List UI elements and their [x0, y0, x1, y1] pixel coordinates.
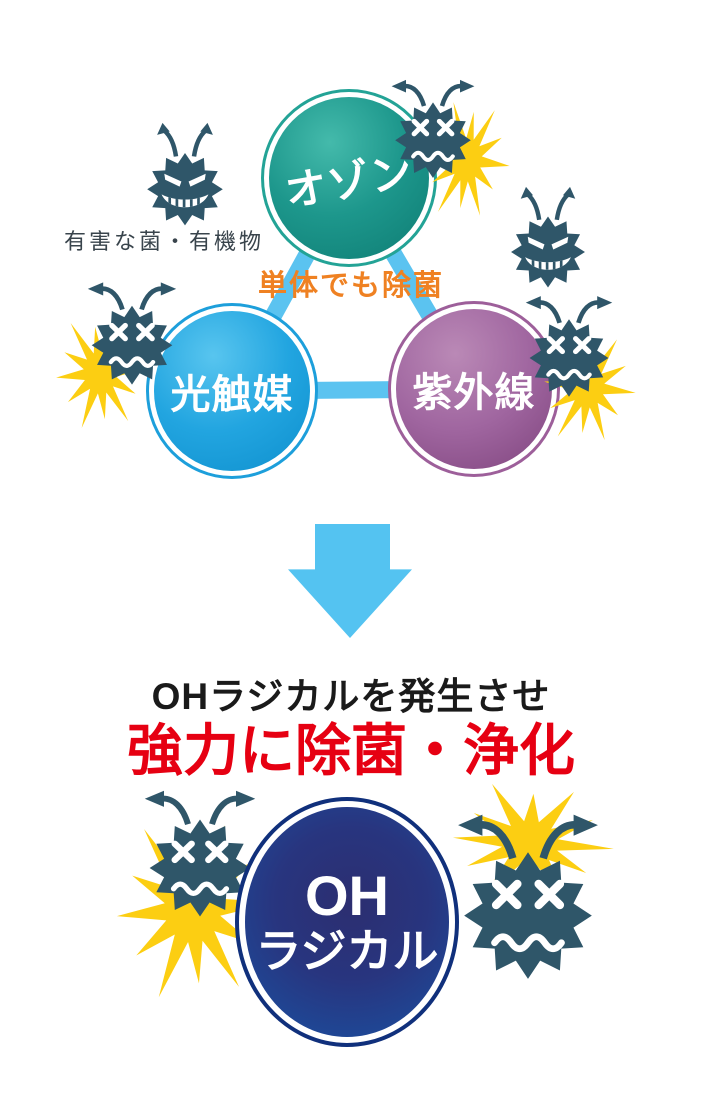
oh-radical-label-line1: OH — [305, 864, 389, 928]
node-oh-radical-surface: OH ラジカル — [245, 807, 449, 1037]
synergy-label: 単体でも除菌 — [257, 270, 444, 302]
harmful-germs-label: 有害な菌・有機物 — [64, 229, 265, 254]
result-emphasis: 強力に除菌・浄化 — [127, 719, 575, 782]
oh-radical-label-line2: ラジカル — [255, 925, 439, 978]
node-uv-label: 紫外線 — [412, 371, 536, 415]
down-arrow-icon — [288, 524, 412, 638]
germ-evil-icon — [140, 122, 230, 234]
germ-dead-icon — [452, 798, 604, 994]
node-ozone: オゾン — [261, 89, 437, 267]
node-uv: 紫外線 — [388, 301, 560, 477]
node-photocatalyst-surface: 光触媒 — [154, 311, 310, 471]
germ-dead-icon — [388, 70, 478, 187]
node-photocatalyst-label: 光触媒 — [170, 373, 294, 417]
germ-dead-icon — [522, 286, 616, 406]
result-headline: OHラジカルを発生させ — [151, 676, 551, 717]
node-uv-surface: 紫外線 — [396, 309, 552, 469]
node-oh-radical: OH ラジカル — [235, 797, 459, 1047]
node-photocatalyst: 光触媒 — [146, 303, 318, 479]
